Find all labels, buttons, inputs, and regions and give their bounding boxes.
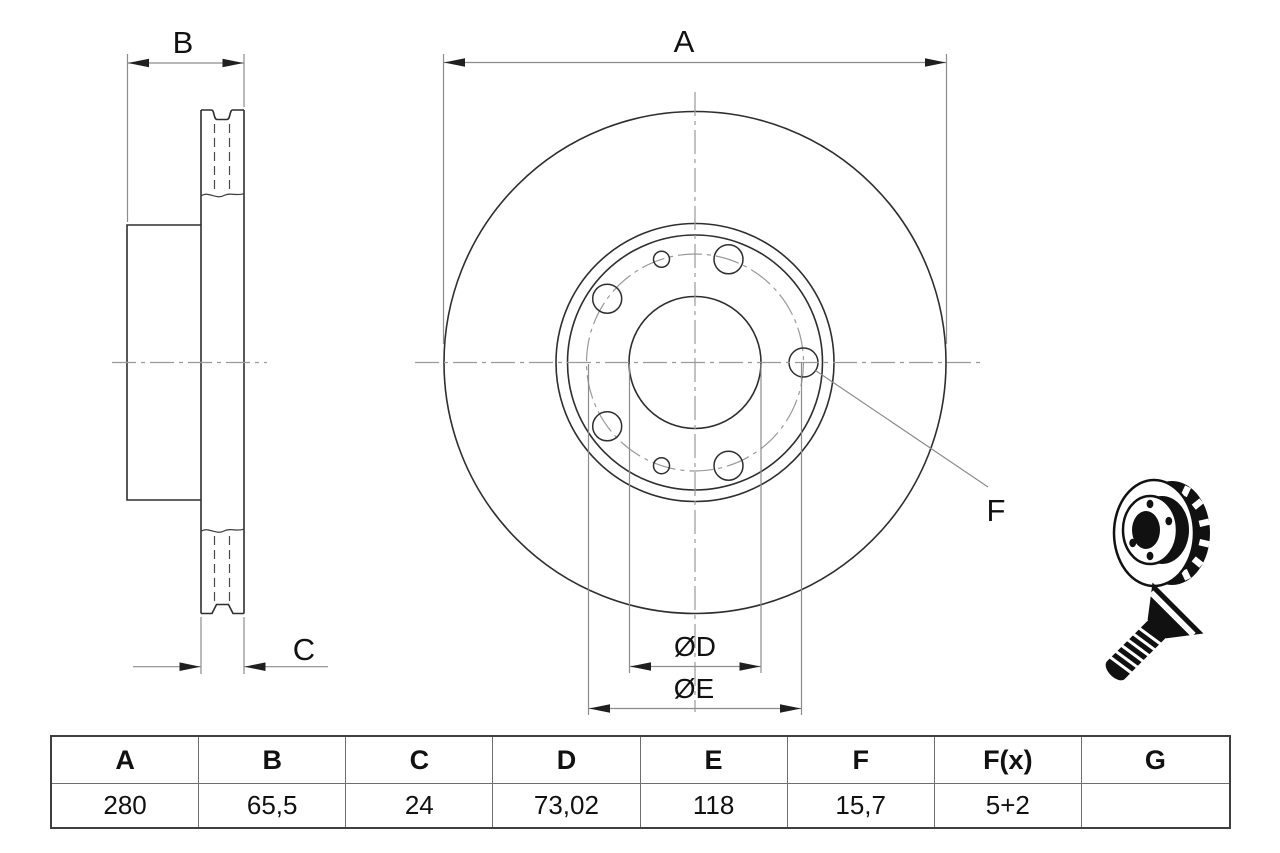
arrowhead <box>739 662 761 671</box>
bolt-hole <box>713 450 744 481</box>
dim-e-label: ØE <box>674 673 714 704</box>
arrowhead <box>222 58 244 68</box>
value-cell-fx: 5+2 <box>935 784 1082 827</box>
header-cell-d: D <box>493 737 641 783</box>
value-cell-g <box>1082 784 1229 827</box>
dim-f-label: F <box>987 493 1006 528</box>
value-cell-c: 24 <box>346 784 494 827</box>
bolt-hole <box>713 244 744 275</box>
arrowhead <box>244 662 266 671</box>
technical-drawing: B C <box>112 24 1210 715</box>
dimension-d: ØD <box>628 364 762 673</box>
value-cell-b: 65,5 <box>199 784 347 827</box>
side-view-break-lines <box>200 192 245 533</box>
table-header-row: A B C D E F F(x) G <box>52 737 1229 784</box>
value-cell-d: 73,02 <box>493 784 641 827</box>
header-cell-c: C <box>346 737 494 783</box>
header-cell-fx: F(x) <box>935 737 1082 783</box>
dimension-a: A <box>442 24 948 344</box>
dim-a-label: A <box>674 24 695 59</box>
arrowhead <box>179 662 201 671</box>
dimension-b: B <box>126 25 245 222</box>
arrowhead <box>444 58 465 67</box>
table-value-row: 280 65,5 24 73,02 118 15,7 5+2 <box>52 784 1229 827</box>
countersunk-screw-icon <box>1105 582 1204 681</box>
header-cell-g: G <box>1144 744 1166 775</box>
bolt-hole <box>591 411 623 442</box>
side-section-view <box>126 109 245 615</box>
ring-bottom-edge <box>201 603 244 615</box>
arrowhead <box>780 704 801 713</box>
dimension-e: ØE <box>587 362 803 715</box>
dimension-table: A B C D E F F(x) G 280 65,5 24 73,02 118… <box>50 735 1231 829</box>
header-cell-b: B <box>199 737 347 783</box>
header-cell-a: A <box>52 737 200 783</box>
value-cell-e: 118 <box>641 784 788 827</box>
bolt-holes <box>591 244 819 481</box>
leader-line <box>815 370 989 488</box>
pin-hole <box>652 456 671 475</box>
value-cell-a: 280 <box>52 784 200 827</box>
callout-f: F <box>815 370 1006 528</box>
arrowhead <box>128 58 149 68</box>
arrowhead <box>630 662 651 671</box>
header-cell-f: F <box>788 737 935 783</box>
ring-top-edge <box>201 109 244 121</box>
brake-disc-3d-icon <box>1112 478 1210 588</box>
dim-d-label: ØD <box>674 631 716 662</box>
front-view-centerlines <box>415 92 982 712</box>
bolt-hole <box>591 283 623 314</box>
dim-c-label: C <box>293 632 315 667</box>
side-view-hidden-vents <box>213 124 231 602</box>
dim-b-label: B <box>173 25 194 60</box>
pin-hole <box>652 250 671 269</box>
dimension-c: C <box>133 617 328 674</box>
header-cell-e: E <box>641 737 788 783</box>
arrowhead <box>925 58 946 67</box>
value-cell-f: 15,7 <box>788 784 935 827</box>
arrowhead <box>589 704 610 713</box>
